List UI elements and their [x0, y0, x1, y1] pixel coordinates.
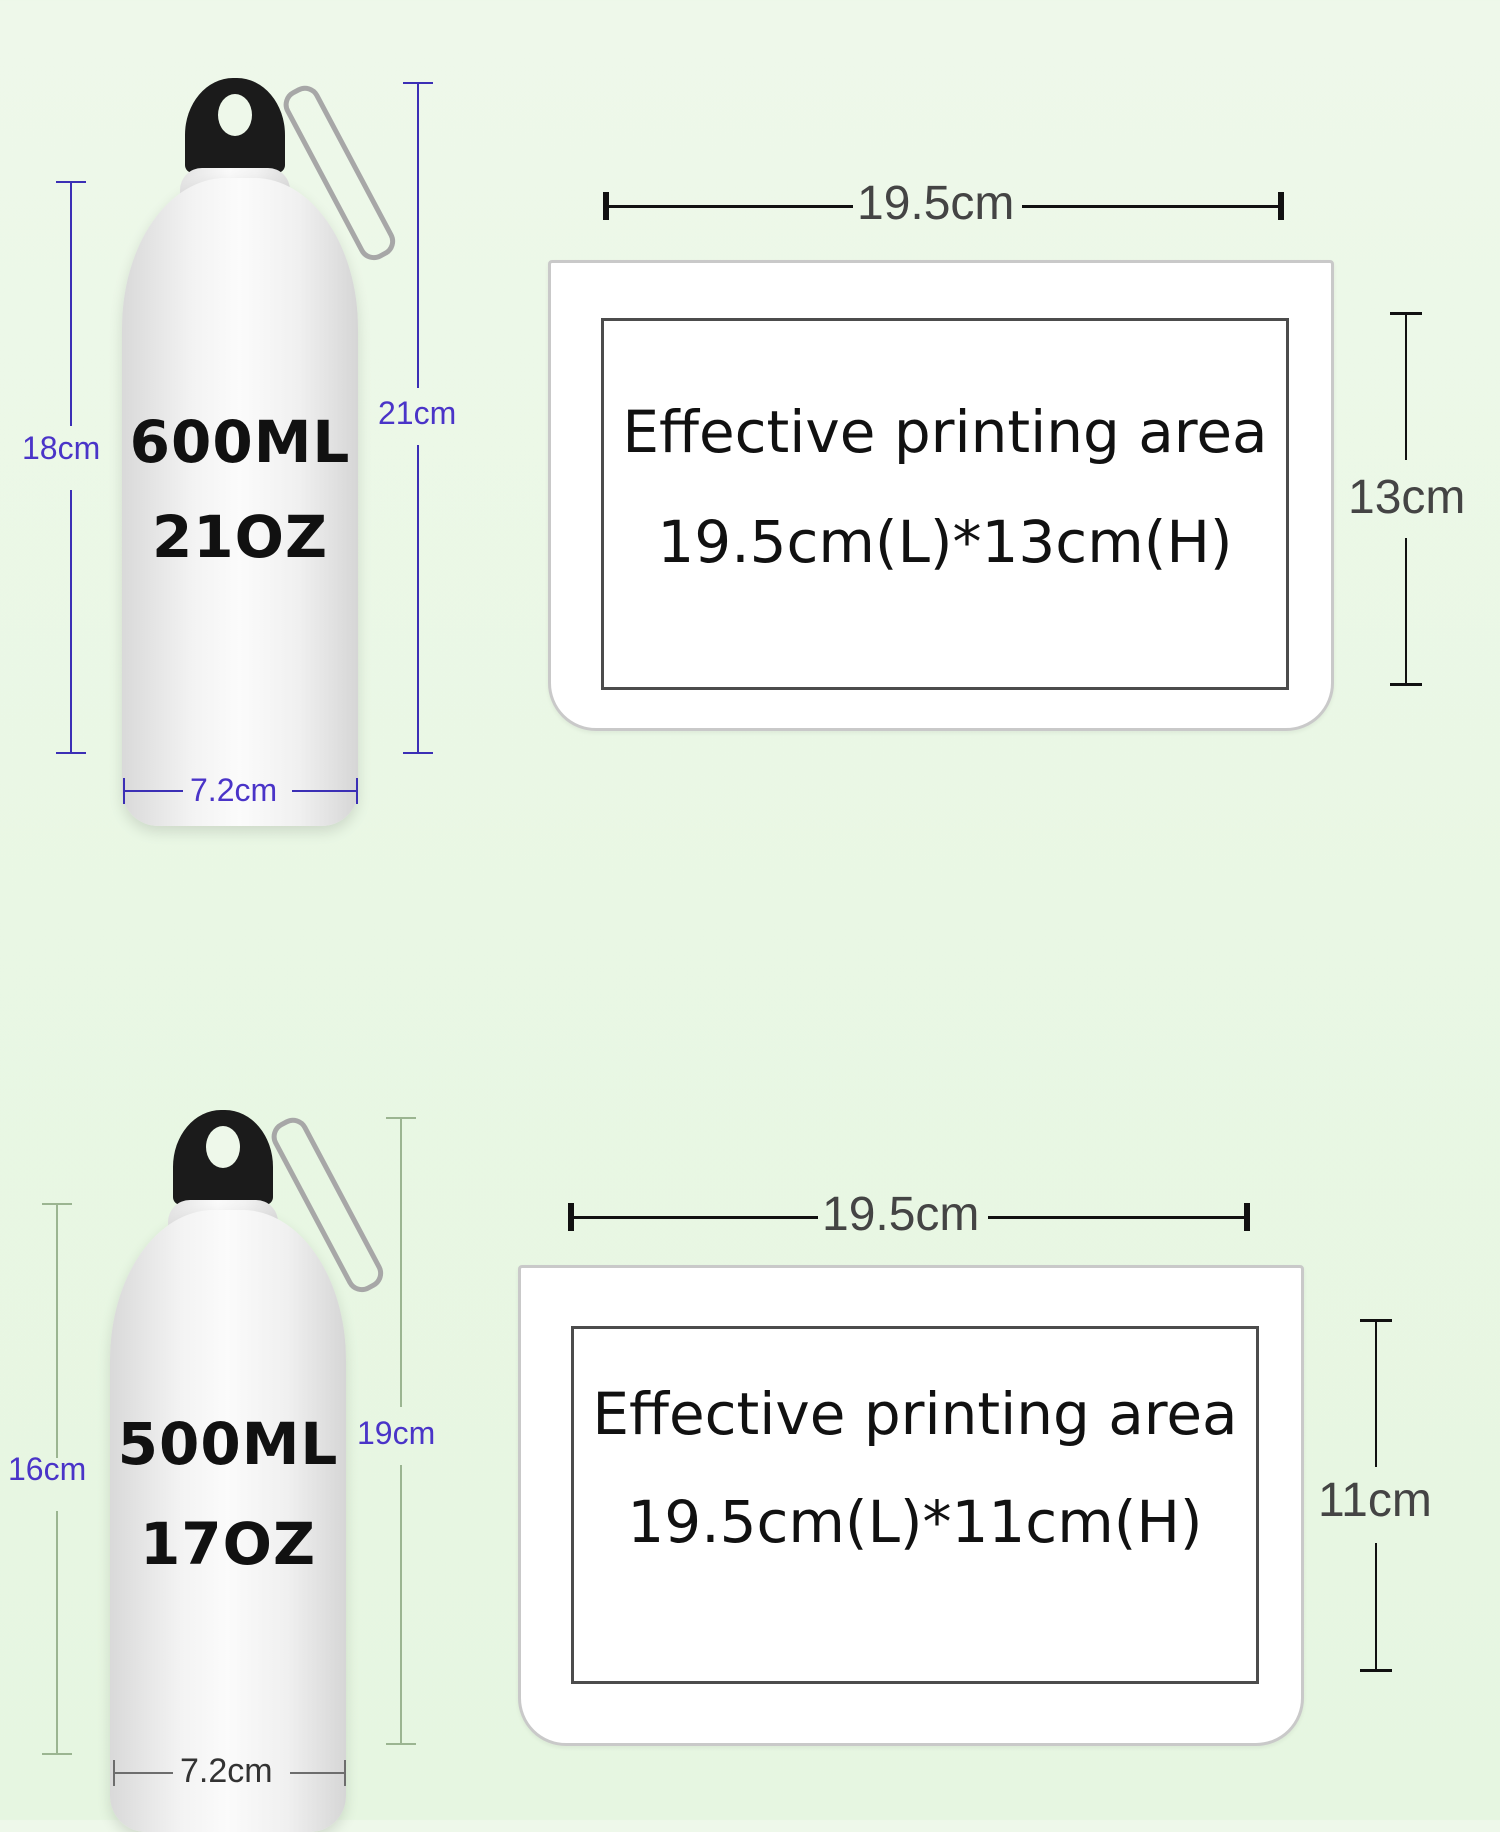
- dim-tick-bottom: [1390, 683, 1422, 686]
- total-height-label: 21cm: [378, 395, 457, 431]
- print-height-line-lower: [1405, 538, 1407, 685]
- body-height-label: 18cm: [22, 430, 101, 466]
- diameter-line-left: [123, 790, 183, 792]
- bottle-500ml: 500ML 17OZ: [108, 1110, 389, 1832]
- body-height-line-lower: [70, 490, 72, 752]
- print-height-label: 11cm: [1318, 1474, 1432, 1527]
- bottle-600ml: 600ML 21OZ: [120, 78, 401, 826]
- volume-ml: 600ML: [129, 408, 351, 476]
- diameter-label: 7.2cm: [180, 1752, 273, 1790]
- print-panel: Effective printing area 19.5cm(L)*13cm(H…: [548, 260, 1334, 731]
- print-panel: Effective printing area 19.5cm(L)*11cm(H…: [518, 1265, 1304, 1746]
- product-section-500ml: 16cm 500ML 17OZ 19cm 7.2cm 19.5cm Effect…: [0, 1035, 1500, 1832]
- print-width-label: 19.5cm: [822, 1188, 980, 1241]
- dim-tick-bottom: [1360, 1669, 1392, 1672]
- print-height-label: 13cm: [1348, 471, 1466, 524]
- dim-tick-right: [344, 1760, 346, 1786]
- dim-tick-bottom: [386, 1743, 416, 1745]
- diameter-line-right: [292, 790, 358, 792]
- effective-print-area-box: Effective printing area 19.5cm(L)*13cm(H…: [601, 318, 1289, 690]
- area-dimensions: 19.5cm(L)*11cm(H): [627, 1488, 1203, 1556]
- product-section-600ml: 18cm 600ML 21OZ 21cm 7.2cm 19.5cm Effect…: [0, 0, 1500, 900]
- print-width-line-right: [988, 1216, 1248, 1219]
- print-height-line-upper: [1375, 1319, 1377, 1467]
- dim-tick-right: [356, 778, 358, 804]
- body-height-label: 16cm: [8, 1451, 87, 1487]
- body-height-line-upper: [70, 181, 72, 426]
- area-title: Effective printing area: [592, 1380, 1238, 1448]
- print-width-line-left: [603, 205, 853, 208]
- body-height-line-lower: [56, 1511, 58, 1753]
- print-height-line-upper: [1405, 312, 1407, 460]
- bottle-body: [110, 1210, 346, 1832]
- total-height-line-lower: [400, 1465, 402, 1743]
- area-title: Effective printing area: [622, 398, 1268, 466]
- print-width-label: 19.5cm: [857, 177, 1015, 230]
- bottle-cap: [173, 1110, 273, 1205]
- area-dimensions: 19.5cm(L)*13cm(H): [657, 508, 1233, 576]
- print-width-line-right: [1022, 205, 1282, 208]
- print-height-line-lower: [1375, 1543, 1377, 1671]
- dim-tick-bottom: [403, 752, 433, 754]
- volume-oz: 17OZ: [139, 1510, 317, 1578]
- bottle-cap: [185, 78, 285, 173]
- dim-tick-bottom: [56, 752, 86, 754]
- volume-ml: 500ML: [117, 1410, 339, 1478]
- diameter-line-right: [290, 1772, 346, 1774]
- volume-oz: 21OZ: [151, 503, 329, 571]
- effective-print-area-box: Effective printing area 19.5cm(L)*11cm(H…: [571, 1326, 1259, 1684]
- total-height-line-upper: [400, 1117, 402, 1407]
- dim-tick-bottom: [42, 1753, 72, 1755]
- body-height-line-upper: [56, 1203, 58, 1458]
- total-height-line-upper: [417, 82, 419, 388]
- print-width-line-left: [568, 1216, 818, 1219]
- diameter-label: 7.2cm: [190, 772, 278, 808]
- dim-tick-right: [1278, 192, 1284, 220]
- bottle-body: [122, 178, 358, 826]
- total-height-line-lower: [417, 445, 419, 752]
- diameter-line-left: [113, 1772, 173, 1774]
- total-height-label: 19cm: [357, 1415, 436, 1451]
- dim-tick-right: [1244, 1203, 1250, 1231]
